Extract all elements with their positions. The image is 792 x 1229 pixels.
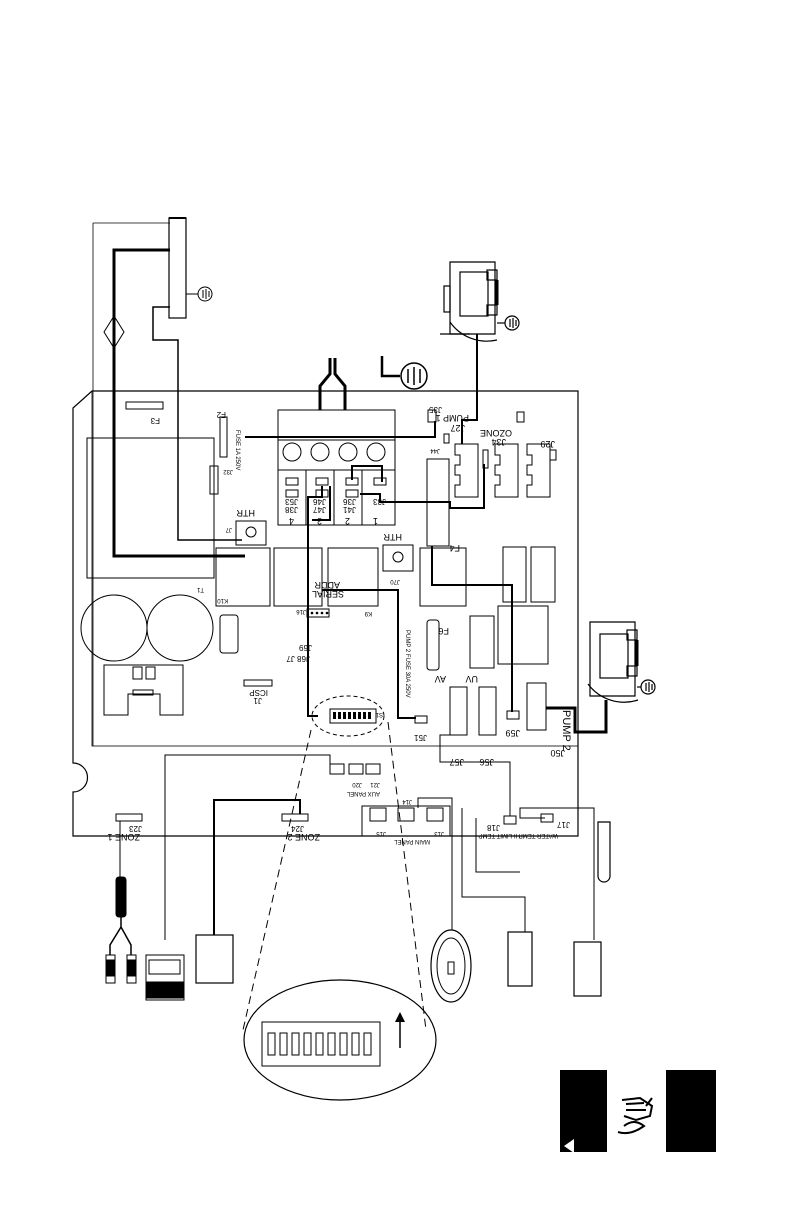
- j70-label: J70: [390, 578, 400, 584]
- f6-fuse: F6 PUMP 2 FUSE 30A 250V: [404, 619, 449, 698]
- j69-label: J69: [299, 643, 312, 652]
- addr-label: ADDR: [314, 580, 340, 590]
- icsp-label: ICSP: [249, 688, 268, 697]
- s1-dip-switch-zoomed: [243, 979, 437, 1101]
- j17-label: J17: [557, 820, 570, 829]
- j36-label: J36: [343, 497, 356, 506]
- j47-label: J47: [313, 505, 326, 514]
- htr-relay-left: HTR J7: [225, 508, 267, 546]
- j41-label: J41: [343, 505, 356, 514]
- j16-serial-connector: J16 SERIAL ADDR: [296, 580, 344, 618]
- triangle-icon: [564, 1139, 574, 1153]
- pump2-connectors: [414, 682, 547, 736]
- f4-label: F4: [449, 543, 460, 553]
- hand-shock-warning-icon: [617, 1096, 654, 1135]
- main-panel-connectors: [361, 805, 451, 837]
- j7-label: J7: [225, 526, 232, 532]
- aux-panel-connectors: [329, 763, 381, 775]
- aux-panel-device: [145, 954, 185, 1001]
- j27-label: J27: [450, 423, 465, 433]
- aux-panel-label: AUX PANEL: [346, 790, 380, 796]
- t1-label: T1: [196, 586, 204, 592]
- htr-left-label: HTR: [236, 508, 255, 518]
- f2-fuse: F2 FUSE 1A 250V: [216, 410, 240, 470]
- warning-panel: [560, 1070, 716, 1153]
- j38-label: J38: [285, 505, 298, 514]
- wires: [119, 334, 608, 940]
- j51-label: J51: [414, 733, 427, 742]
- relays: [215, 546, 556, 669]
- water-temp-sensor-device: [573, 941, 602, 997]
- s1-label: S1: [375, 711, 383, 717]
- temperature-probe: [597, 821, 611, 883]
- j1-icsp-header: J1 ICSP: [243, 679, 273, 705]
- htr-relay-right: HTR J70: [382, 532, 414, 584]
- j32-jumper: J32: [209, 465, 233, 495]
- f2-note: FUSE 1A 250V: [234, 430, 240, 470]
- s1-dip-switch: S1: [311, 695, 385, 737]
- terminal-number-4: 4: [289, 516, 294, 526]
- j59-label: J59: [505, 728, 520, 738]
- f3-label: F3: [150, 416, 160, 425]
- main-panel-label: MAIN PANEL: [393, 838, 430, 844]
- ground-symbol-top: [380, 356, 428, 390]
- j20-label: J20: [352, 781, 362, 787]
- power-cord: [318, 358, 347, 410]
- uv-label: UV: [465, 674, 478, 684]
- k9-label: K9: [364, 610, 372, 616]
- capacitors: [80, 594, 239, 716]
- j23-label: J23: [129, 824, 142, 833]
- zoom-lines: [242, 721, 427, 1031]
- j18-label: J18: [487, 823, 500, 832]
- t1-transformer: [86, 437, 215, 579]
- j15-label: J15: [376, 830, 386, 836]
- zone2-device: [195, 934, 234, 984]
- j16-label: J16: [296, 608, 306, 614]
- zone2-label: ZONE 2: [287, 832, 320, 842]
- pump2-label: PUMP 2: [560, 710, 572, 751]
- f3-fuse: F3: [125, 401, 164, 425]
- terminal-number-2: 2: [345, 516, 350, 526]
- j68-j7-label: J68 J7: [286, 654, 310, 663]
- terminal-block: [277, 409, 396, 526]
- pump2-motor: [587, 621, 656, 703]
- pump1-motor: [440, 261, 520, 342]
- j32-label: J32: [223, 468, 233, 474]
- main-panel-topside: [430, 929, 472, 1003]
- f6-note: PUMP 2 FUSE 30A 250V: [404, 630, 410, 698]
- j14-label: J14: [402, 798, 412, 804]
- j50-label: J50: [550, 748, 565, 758]
- terminal-labels: J38 J53 J47 J46 J41 J36 J33 4 3 2 1: [285, 497, 386, 526]
- j13-label: J13: [434, 830, 444, 836]
- zone-connectors: [115, 813, 309, 822]
- j53-label: J53: [285, 497, 298, 506]
- ozone-label: OZONE: [480, 428, 512, 438]
- j34-label: J34: [491, 437, 506, 447]
- f6-label: F6: [438, 626, 449, 636]
- terminal-number-1: 1: [373, 516, 378, 526]
- zone1-label: ZONE 1: [107, 832, 140, 842]
- j44-label: J44: [430, 447, 440, 453]
- j21-label: J21: [370, 781, 380, 787]
- j46-label: J46: [313, 497, 326, 506]
- f2-label: F2: [216, 410, 226, 419]
- temp-sensor-connectors: [503, 813, 554, 825]
- j35-label: J35: [429, 405, 442, 414]
- av-label: AV: [435, 674, 446, 684]
- j24-label: J24: [291, 824, 304, 833]
- zone1-audio-plug: [105, 876, 137, 984]
- k10-label: K10: [217, 597, 228, 603]
- hi-limit-sensor-device: [507, 931, 533, 987]
- j29-label: J29: [540, 439, 555, 449]
- circuit-board: [72, 390, 579, 837]
- heater-assembly: [92, 217, 245, 746]
- serial-label: SERIAL: [312, 589, 344, 599]
- hi-limit-label: HI-LIMIT TEMP: [479, 832, 520, 838]
- j1-label: J1: [253, 696, 262, 705]
- water-temp-label: WATER TEMP: [519, 832, 558, 838]
- htr-right-label: HTR: [383, 532, 402, 542]
- pump1-label: PUMP 1: [436, 413, 469, 423]
